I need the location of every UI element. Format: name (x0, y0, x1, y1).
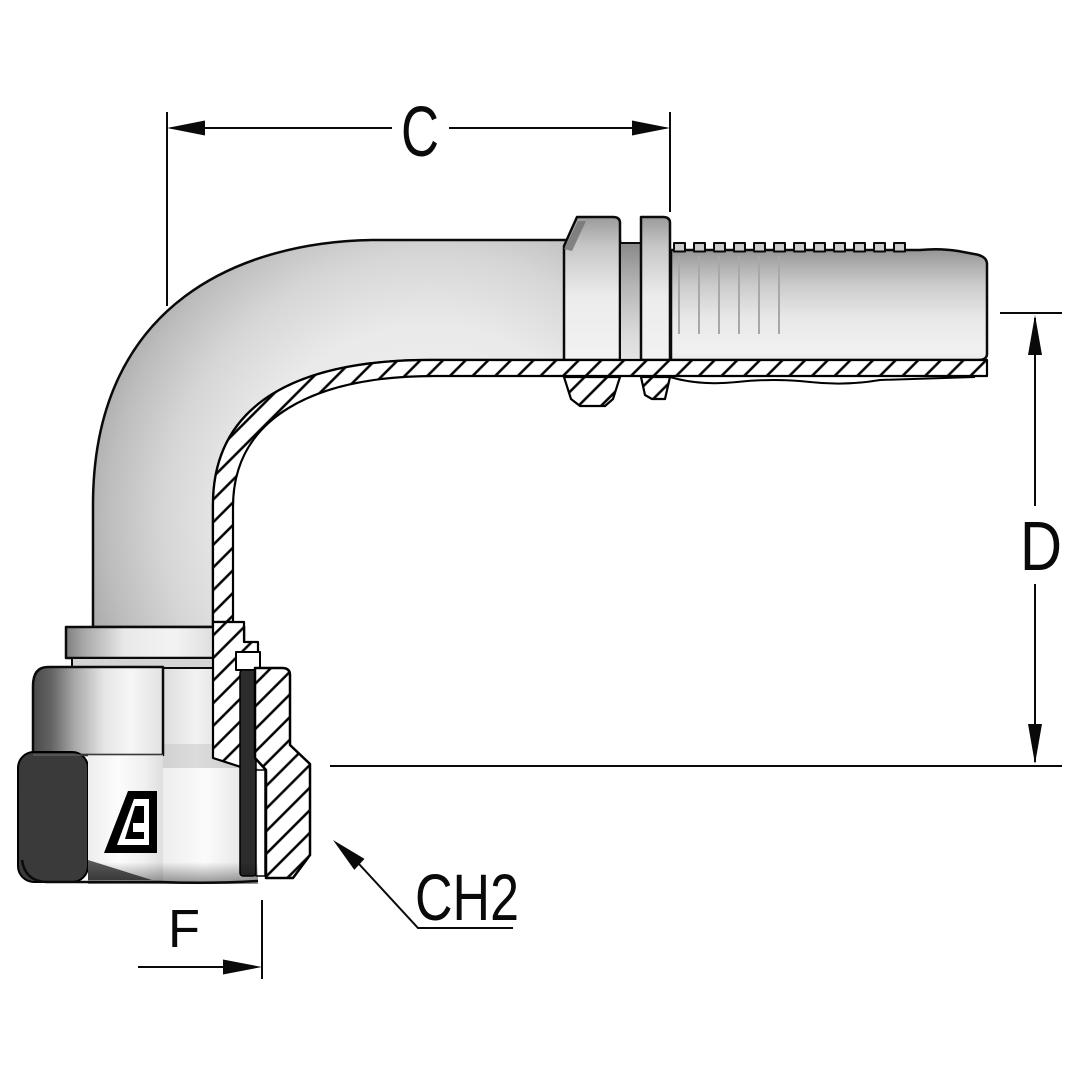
dim-c-arrow-right-icon (632, 120, 670, 136)
dim-f-arrow-right-icon (223, 959, 262, 975)
dim-f-label: F (168, 899, 200, 959)
nut-top-band (31, 665, 165, 757)
dimension-d: D (330, 312, 1062, 767)
dim-d-arrow-down-icon (1028, 724, 1042, 764)
logo-inner-notch (133, 823, 144, 832)
ch2-label: CH2 (415, 860, 519, 934)
ch2-leader-line (358, 863, 513, 929)
fitting-body (17, 215, 989, 885)
nut-bottom-outline (20, 859, 259, 885)
nut-bore-dark-band (239, 669, 257, 877)
dim-d-arrow-up-icon (1028, 315, 1042, 355)
collar-1-chamfer-shade (564, 221, 586, 251)
serration-shading-lines (678, 256, 780, 334)
dim-d-label: D (1020, 507, 1062, 585)
flange-ring (64, 625, 236, 660)
nut-section-hatch (253, 666, 312, 880)
hose-tail-serrations (673, 242, 906, 253)
section-tail-underline (669, 376, 976, 385)
section-collar-tooth-1 (562, 375, 622, 408)
dim-c-arrow-left-icon (167, 120, 205, 136)
spigot-groove (619, 242, 642, 361)
spigot-collar-2 (639, 215, 672, 362)
ch2-arrow-icon (333, 840, 365, 870)
nut-hex-corner-facet (17, 751, 89, 883)
callout-ch2: CH2 (333, 840, 519, 934)
section-collar-tooth-2 (639, 375, 672, 401)
nut-thread-gap-sliver (255, 769, 266, 877)
elbow-tube-body (91, 238, 622, 629)
dimension-f: F (138, 899, 263, 979)
nut-bottom-shade (88, 862, 258, 884)
manufacturer-logo-icon (104, 791, 157, 853)
dimension-c: C (166, 93, 671, 306)
dim-c-label: C (401, 93, 439, 172)
